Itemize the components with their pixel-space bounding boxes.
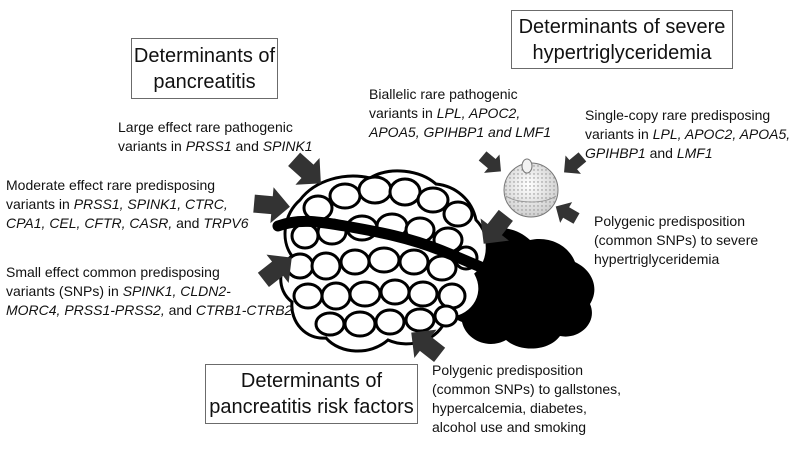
box-line: pancreatitis risk factors: [209, 396, 414, 418]
label-line: Polygenic predisposition: [594, 213, 745, 229]
label-moderate-effect: Moderate effect rare predisposing varian…: [6, 176, 248, 233]
label-polygenic-risk: Polygenic predisposition (common SNPs) t…: [432, 361, 621, 437]
box-line: pancreatitis: [153, 70, 256, 93]
label-biallelic: Biallelic rare pathogenic variants in LP…: [369, 85, 551, 142]
pancreas-illustration: [272, 169, 595, 353]
label-line: hypercalcemia, diabetes,: [432, 400, 587, 416]
label-line: variants in PRSS1 and SPINK1: [118, 138, 313, 154]
arrow-icon: [411, 329, 446, 362]
label-line: Large effect rare pathogenic: [118, 119, 293, 135]
box-line: hypertriglyceridemia: [532, 41, 712, 64]
label-line: Moderate effect rare predisposing: [6, 177, 216, 193]
label-line: Polygenic predisposition: [432, 362, 583, 378]
arrow-icon: [257, 254, 292, 287]
box-line: Determinants of: [240, 370, 383, 392]
label-line: APOA5, GPIHBP1 and LMF1: [369, 124, 552, 140]
label-line: variants in LPL, APOC2, APOA5,: [585, 126, 791, 142]
label-line: variants (SNPs) in SPINK1, CLDN2-: [6, 283, 231, 299]
box-line: Determinants of: [133, 44, 276, 67]
lipoprotein-particle-icon: [503, 158, 559, 218]
arrow-icon: [564, 152, 587, 174]
label-small-effect: Small effect common predisposing variant…: [6, 263, 292, 320]
label-line: hypertriglyceridemia: [594, 251, 720, 267]
label-line: variants in LPL, APOC2,: [369, 105, 521, 121]
box-determinants-severe-htg: Determinants of severe hypertriglyceride…: [511, 10, 733, 69]
box-determinants-pancreatitis: Determinants of pancreatitis: [131, 38, 278, 99]
label-line: (common SNPs) to severe: [594, 232, 759, 248]
label-line: variants in PRSS1, SPINK1, CTRC,: [6, 196, 228, 212]
arrow-icon: [480, 209, 513, 244]
label-line: Single-copy rare predisposing: [585, 107, 771, 123]
label-line: alcohol use and smoking: [432, 419, 587, 435]
label-line: MORC4, PRSS1-PRSS2, and CTRB1-CTRB2: [6, 302, 293, 318]
label-line: Small effect common predisposing: [6, 264, 220, 280]
arrow-icon: [253, 187, 290, 224]
label-line: GPIHBP1 and LMF1: [585, 145, 713, 161]
label-line: CPA1, CEL, CFTR, CASR, and TRPV6: [6, 215, 249, 231]
label-single-copy: Single-copy rare predisposing variants i…: [585, 106, 790, 163]
arrow-icon: [555, 202, 580, 224]
label-line: (common SNPs) to gallstones,: [432, 381, 622, 397]
label-line: Biallelic rare pathogenic: [369, 86, 518, 102]
label-large-effect: Large effect rare pathogenic variants in…: [118, 118, 313, 156]
arrow-icon: [478, 151, 501, 173]
label-polygenic-htg: Polygenic predisposition (common SNPs) t…: [594, 212, 758, 269]
arrow-icon: [288, 152, 321, 185]
box-determinants-risk-factors: Determinants of pancreatitis risk factor…: [205, 364, 418, 424]
box-line: Determinants of severe: [518, 15, 726, 38]
